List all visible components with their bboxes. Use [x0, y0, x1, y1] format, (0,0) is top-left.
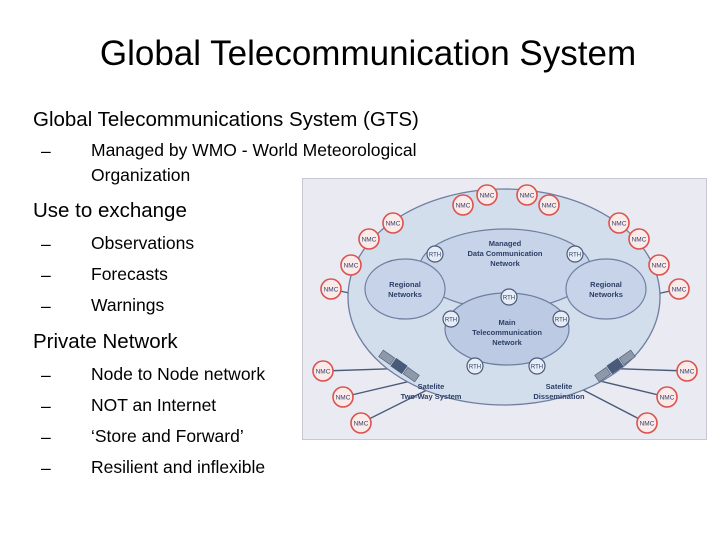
rth-label: RTH: [503, 296, 515, 302]
nmc-node: [452, 194, 474, 216]
bullet-node: Node to Node network: [91, 364, 266, 384]
main-label-1: Main: [498, 318, 516, 327]
regional-left-label-1: Regional: [389, 280, 421, 289]
nmc-label: NMC: [344, 263, 359, 270]
satellite-icon: [594, 349, 636, 383]
bullet-use: Use to exchange: [33, 199, 187, 222]
sat-dissemination-label-1: Satelite: [546, 382, 573, 391]
rth-label: RTH: [531, 365, 543, 371]
dash: –: [41, 265, 51, 285]
bullet-managed-line2: Organization: [91, 165, 191, 185]
nmc-node: [628, 228, 650, 250]
nmc-node: [636, 412, 658, 434]
regional-left-label-2: Networks: [388, 290, 422, 299]
nmc-node: [516, 184, 538, 206]
rth-node: [500, 288, 518, 306]
dash: –: [41, 396, 51, 416]
main-label-3: Network: [492, 338, 522, 347]
nmc-node: [538, 194, 560, 216]
nmc-nodes: NMC NMC NMC NMC NMC NMC NMC NMC NMC NMC NMC NMC NMC N…: [312, 184, 698, 434]
nmc-node: [350, 412, 372, 434]
nmc-label: NMC: [456, 203, 471, 210]
nmc-node: [382, 212, 404, 234]
dash: –: [41, 141, 51, 161]
nmc-node: [476, 184, 498, 206]
nmc-label: NMC: [336, 395, 351, 402]
bullet-private: Private Network: [33, 330, 178, 353]
nmc-label: NMC: [680, 369, 695, 376]
rth-node: [552, 310, 570, 328]
sat-two-way-label-2: Two-Way System: [401, 392, 462, 401]
rth-label: RTH: [569, 253, 581, 259]
rth-node: [426, 245, 444, 263]
nmc-node: [320, 278, 342, 300]
nmc-label: NMC: [386, 221, 401, 228]
gts-diagram-svg: Managed Data Communication Network Regio…: [312, 184, 698, 434]
bullet-not-internet: NOT an Internet: [91, 395, 217, 415]
dash: –: [41, 296, 51, 316]
regional-left-ellipse: [364, 258, 446, 320]
nmc-label: NMC: [324, 287, 339, 294]
rth-node: [466, 357, 484, 375]
dash: –: [41, 458, 51, 478]
nmc-node: [358, 228, 380, 250]
bullet-store: ‘Store and Forward’: [91, 426, 244, 446]
rth-label: RTH: [469, 365, 481, 371]
main-label-2: Telecommunication: [472, 328, 542, 337]
bullet-forecasts: Forecasts: [91, 264, 168, 284]
nmc-label: NMC: [354, 421, 369, 428]
managed-label-1: Managed: [489, 239, 522, 248]
regional-right-label-2: Networks: [589, 290, 623, 299]
nmc-node: [648, 254, 670, 276]
rth-label: RTH: [555, 318, 567, 324]
nmc-label: NMC: [672, 287, 687, 294]
bullet-resilient: Resilient and inflexible: [91, 457, 266, 477]
bullet-observations: Observations: [91, 233, 195, 253]
slide-title: Global Telecommunication System: [99, 34, 637, 73]
nmc-label: NMC: [612, 221, 627, 228]
rth-label: RTH: [429, 253, 441, 259]
bullet-gts: Global Telecommunications System (GTS): [33, 108, 419, 131]
regional-right-ellipse: [565, 258, 647, 320]
nmc-node: [340, 254, 362, 276]
nmc-label: NMC: [652, 263, 667, 270]
nmc-node: [676, 360, 698, 382]
bullet-warnings: Warnings: [91, 295, 165, 315]
nmc-label: NMC: [660, 395, 675, 402]
nmc-label: NMC: [480, 193, 495, 200]
satellites: [378, 349, 636, 383]
sat-dissemination-label-2: Dissemination: [533, 392, 585, 401]
dash: –: [41, 234, 51, 254]
dash: –: [41, 427, 51, 447]
rth-nodes: RTH RTH RTH RTH RTH RTH RTH: [426, 245, 584, 375]
sat-two-way-label-1: Satelite: [418, 382, 445, 391]
nmc-label: NMC: [542, 203, 557, 210]
managed-label-3: Network: [490, 259, 520, 268]
nmc-label: NMC: [316, 369, 331, 376]
nmc-node: [608, 212, 630, 234]
nmc-node: [656, 386, 678, 408]
rth-label: RTH: [445, 318, 457, 324]
regional-right-label-1: Regional: [590, 280, 622, 289]
dash: –: [41, 365, 51, 385]
nmc-label: NMC: [640, 421, 655, 428]
nmc-node: [332, 386, 354, 408]
managed-label-2: Data Communication: [467, 249, 542, 258]
bullet-managed-line1: Managed by WMO - World Meteorological: [91, 140, 417, 160]
nmc-node: [668, 278, 690, 300]
nmc-label: NMC: [520, 193, 535, 200]
rth-node: [442, 310, 460, 328]
gts-network-diagram: Managed Data Communication Network Regio…: [302, 178, 707, 440]
rth-node: [528, 357, 546, 375]
nmc-node: [312, 360, 334, 382]
satellite-icon: [378, 349, 420, 383]
rth-node: [566, 245, 584, 263]
nmc-label: NMC: [362, 237, 377, 244]
nmc-label: NMC: [632, 237, 647, 244]
